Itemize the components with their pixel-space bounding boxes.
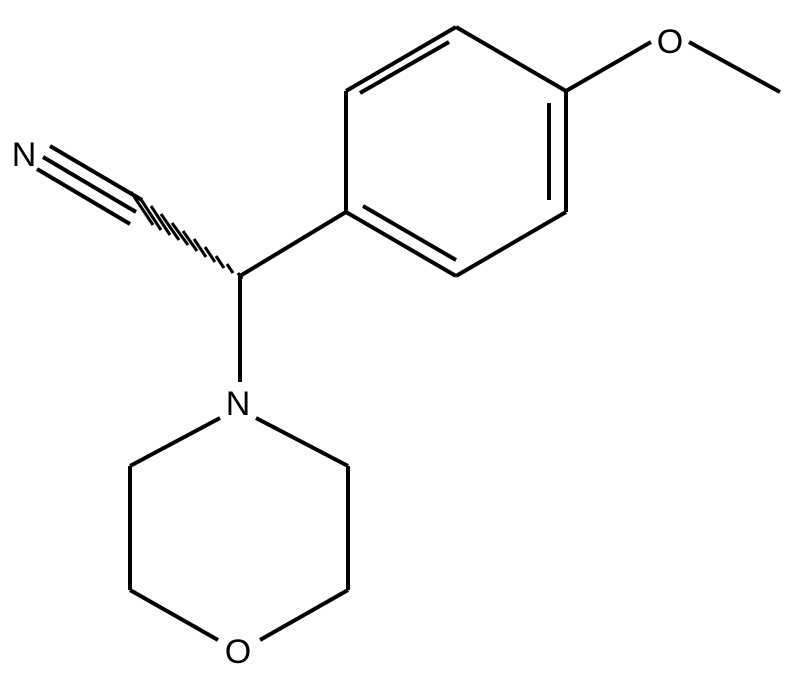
nitrile-triple-bond: [35, 144, 144, 226]
morpholine-ring: [128, 416, 350, 642]
bond-ring-double-c: [359, 40, 450, 95]
bond-ring-4: [454, 25, 568, 93]
nitrile-nitrogen-label: N: [12, 136, 37, 174]
methoxy-oxygen-label: O: [657, 23, 683, 61]
bond-ring-2: [454, 210, 568, 278]
amine-nitrogen-label: N: [226, 385, 251, 423]
bond-ring-1: [344, 210, 458, 278]
bond-stereocenter-aryl: [238, 210, 348, 278]
ring-oxygen-label: O: [225, 633, 251, 671]
hashed-wedge-bond: [129, 191, 244, 280]
bond-ring-5: [344, 25, 458, 93]
benzene-ring: [344, 25, 568, 278]
bond-methoxy-o-methyl: [688, 40, 781, 94]
bond-ring-double-a: [361, 204, 458, 262]
bond-aryl-methoxy-o: [565, 40, 652, 93]
